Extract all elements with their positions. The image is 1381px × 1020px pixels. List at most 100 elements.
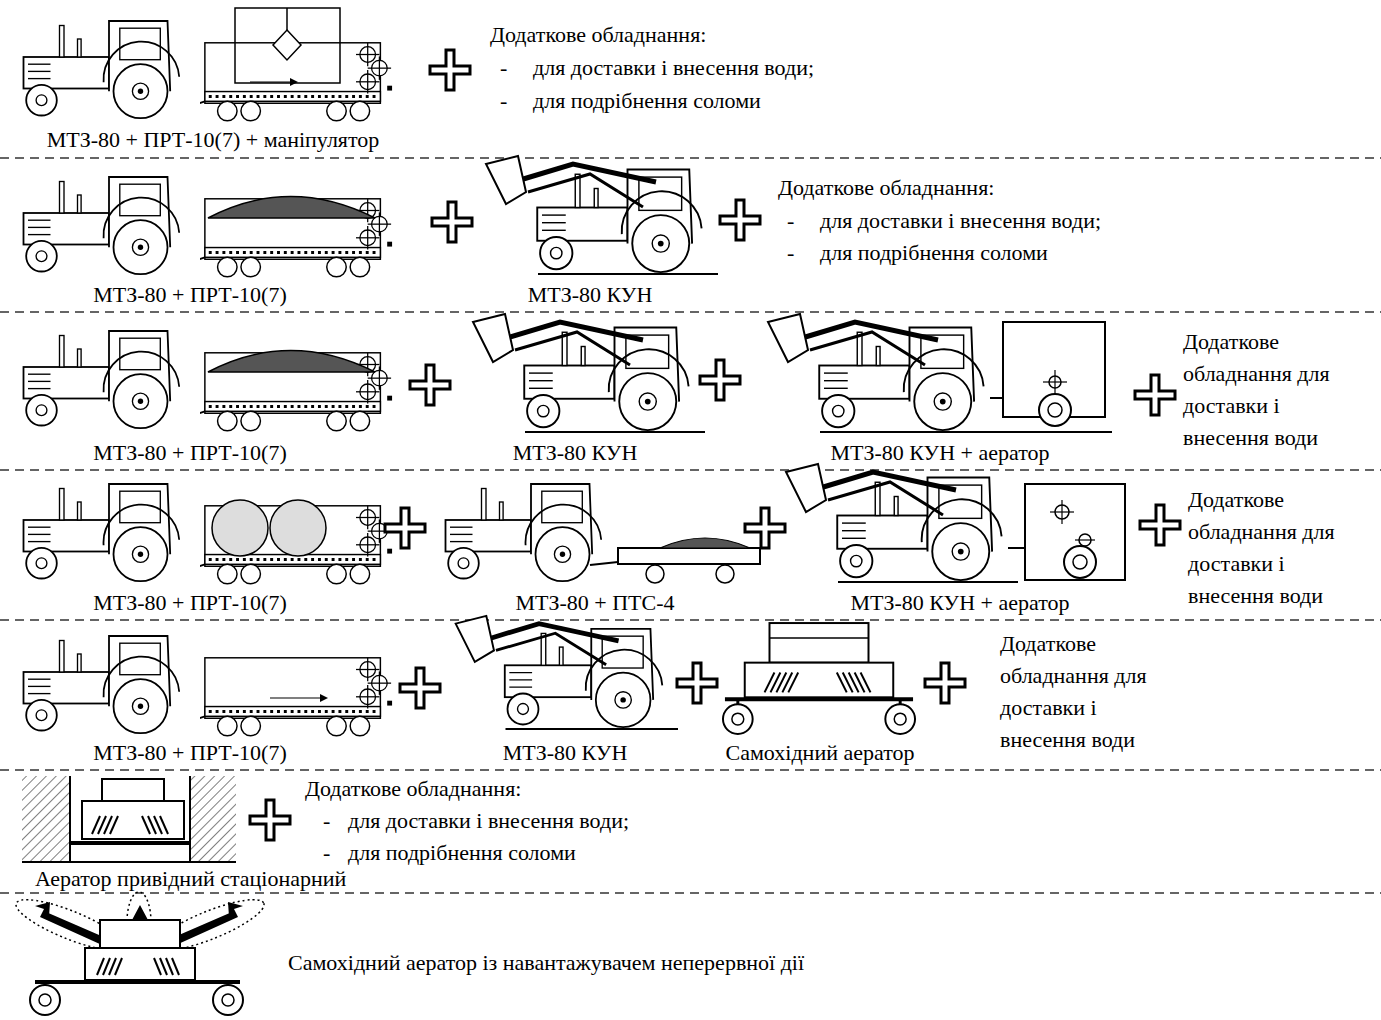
drawing-polygon <box>320 694 328 702</box>
note-heading: Додаткове обладнання: <box>778 175 994 201</box>
drawing-use <box>188 658 392 736</box>
drawing-line <box>154 958 161 975</box>
drawing-use <box>786 464 1018 582</box>
drawing-line <box>69 776 71 862</box>
drawing-use <box>1135 375 1175 415</box>
machine-caption: МТЗ-80 КУН + аератор <box>850 590 1069 616</box>
machine-caption: МТЗ-80 + ПРТ-10(7) <box>93 282 287 308</box>
machine-caption: Самохідний аератор із навантажувачем неп… <box>288 950 804 976</box>
drawing-g <box>97 958 179 975</box>
drawing-line <box>160 958 167 975</box>
drawing-rect <box>1025 484 1125 580</box>
drawing-line <box>109 958 116 975</box>
drawing-circle <box>1048 403 1062 417</box>
machine-caption: МТЗ-80 КУН <box>528 282 653 308</box>
drawing-line <box>1054 370 1055 394</box>
drawing-circle <box>270 500 326 556</box>
machine-caption: МТЗ-80 КУН <box>513 440 638 466</box>
drawing-use <box>486 156 718 274</box>
drawing-use <box>768 314 1000 432</box>
drawing-line <box>1008 547 1025 549</box>
machine-caption: МТЗ-80 КУН <box>503 740 628 766</box>
drawing-use <box>250 800 290 840</box>
drawing-path <box>208 351 375 373</box>
drawing-circle <box>222 994 234 1006</box>
machine-caption: МТЗ-80 + ПРТ-10(7) <box>93 440 287 466</box>
drawing-g <box>0 158 1381 893</box>
machine-caption: Аератор привідний стаціонарний <box>35 866 346 892</box>
drawing-rect <box>235 8 340 83</box>
drawing-use <box>24 21 180 118</box>
drawing-line <box>990 431 1112 433</box>
drawing-circle <box>212 500 268 556</box>
drawing-line <box>110 816 118 834</box>
bullet-dash: - <box>500 55 507 81</box>
machine-caption: Самохідний аератор <box>726 740 915 766</box>
drawing-rect <box>1003 322 1105 417</box>
bullet-dash: - <box>787 208 794 234</box>
drawing-line <box>0 469 1381 471</box>
drawing-rect <box>190 776 236 862</box>
note-block: Додаткове обладнання для доставки і внес… <box>1188 484 1366 612</box>
drawing-use <box>720 200 760 240</box>
drawing-circle <box>213 985 243 1015</box>
bullet-dash: - <box>787 240 794 266</box>
drawing-line <box>286 8 288 30</box>
machine-caption: МТЗ-80 + ПРТ-10(7) <box>93 740 287 766</box>
drawing-circle <box>716 565 734 583</box>
drawing-line <box>70 841 190 845</box>
drawing-line <box>142 816 150 834</box>
drawing-polygon <box>273 30 301 60</box>
drawing-rect <box>82 801 184 839</box>
drawing-line <box>0 157 1381 159</box>
drawing-line <box>0 769 1381 771</box>
drawing-line <box>160 816 168 834</box>
drawing-line <box>115 958 122 975</box>
drawing-line <box>166 958 173 975</box>
drawing-use <box>430 50 470 90</box>
drawing-line <box>35 980 240 984</box>
drawing-line <box>22 861 236 863</box>
bullet-dash: - <box>500 88 507 114</box>
note-item: для доставки і внесення води; <box>533 55 814 81</box>
machine-caption: МТЗ-80 КУН + аератор <box>830 440 1049 466</box>
drawing-rect <box>100 920 180 948</box>
drawing-use <box>432 202 472 242</box>
drawing-use <box>925 663 965 703</box>
drawing-rect <box>102 779 164 801</box>
drawing-line <box>97 958 104 975</box>
note-block: Додаткове обладнання для доставки і внес… <box>1000 628 1178 756</box>
drawing-polygon <box>35 902 106 945</box>
note-block: Додаткове обладнання для доставки і внес… <box>1183 326 1361 454</box>
drawing-use <box>745 508 785 548</box>
bullet-dash: - <box>323 808 330 834</box>
drawing-circle <box>1073 555 1087 569</box>
drawing-line <box>1075 539 1095 540</box>
drawing-line <box>990 397 1003 399</box>
drawing-line <box>270 697 320 698</box>
note-item: для подрібнення соломи <box>820 240 1048 266</box>
note-item: для доставки і внесення води; <box>348 808 629 834</box>
drawing-use <box>24 484 180 581</box>
drawing-line <box>0 311 1381 313</box>
note-item: для подрібнення соломи <box>533 88 761 114</box>
note-heading: Додаткове обладнання: <box>305 776 521 802</box>
drawing-line <box>250 81 290 82</box>
drawing-line <box>172 958 179 975</box>
machine-caption: МТЗ-80 + ПТС-4 <box>515 590 674 616</box>
drawing-polygon <box>172 902 243 945</box>
drawing-path <box>208 197 375 219</box>
machine-caption: МТЗ-80 + ПРТ-10(7) <box>93 590 287 616</box>
drawing-use <box>385 508 425 548</box>
drawing-line <box>590 562 618 565</box>
drawing-use <box>456 616 678 729</box>
drawing-line <box>1061 500 1062 524</box>
drawing-rect <box>85 948 195 980</box>
drawing-circle <box>39 994 51 1006</box>
drawing-circle <box>1064 546 1096 578</box>
drawing-circle <box>1039 394 1071 426</box>
drawing-rect <box>22 776 70 862</box>
drawing-use <box>473 314 705 432</box>
drawing-use <box>400 668 440 708</box>
